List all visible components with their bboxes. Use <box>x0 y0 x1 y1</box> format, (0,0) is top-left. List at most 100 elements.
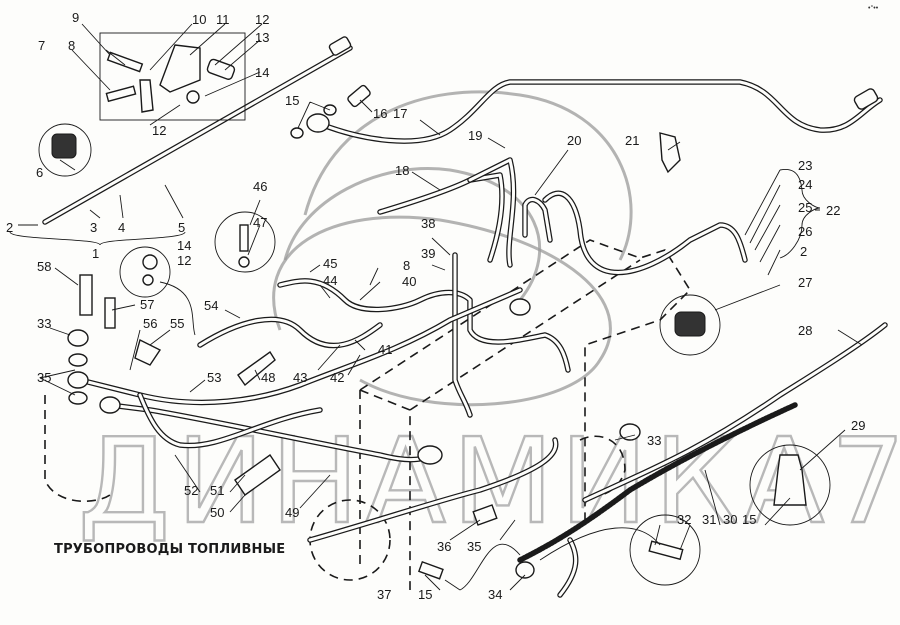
callout-30: 30 <box>723 512 737 527</box>
callout-5: 5 <box>178 220 185 235</box>
diagram-caption: ТРУБОПРОВОДЫ ТОПЛИВНЫЕ <box>54 542 286 557</box>
callout-12: 12 <box>255 12 269 27</box>
callout-21: 21 <box>625 133 639 148</box>
callout-40: 40 <box>402 274 416 289</box>
bolt-57 <box>104 297 116 329</box>
callout-22: 22 <box>826 203 840 218</box>
callout-42: 42 <box>330 370 344 385</box>
callout-3: 3 <box>90 220 97 235</box>
callout-44: 44 <box>323 273 337 288</box>
sleeve-part <box>674 311 706 337</box>
callout-33: 33 <box>647 433 661 448</box>
callout-46: 46 <box>253 179 267 194</box>
detail-circle-14 <box>119 246 171 298</box>
callout-45: 45 <box>323 256 337 271</box>
callout-18: 18 <box>395 163 409 178</box>
banjo-34 <box>515 561 535 579</box>
nut-part <box>206 58 236 80</box>
callout-27: 27 <box>798 275 812 290</box>
callout-4: 4 <box>118 220 125 235</box>
callout-35: 35 <box>37 370 51 385</box>
callout-23: 23 <box>798 158 812 173</box>
callout-19: 19 <box>468 128 482 143</box>
callout-57: 57 <box>140 297 154 312</box>
callout-49: 49 <box>285 505 299 520</box>
callout-43: 43 <box>293 370 307 385</box>
callout-15: 15 <box>418 587 432 602</box>
callout-56: 56 <box>143 316 157 331</box>
parts <box>38 32 879 586</box>
banjo-33 <box>67 329 89 347</box>
clamp-51 <box>234 454 281 496</box>
callout-2: 2 <box>6 220 13 235</box>
callout-47: 47 <box>253 215 267 230</box>
callout-41: 41 <box>378 342 392 357</box>
nut-part <box>186 90 200 104</box>
pump-body-outline <box>44 239 692 590</box>
callout-38: 38 <box>421 216 435 231</box>
callout-11: 11 <box>216 12 230 27</box>
flange-55 <box>134 338 162 366</box>
callout-12: 12 <box>152 123 166 138</box>
callout-8: 8 <box>68 38 75 53</box>
callout-26: 26 <box>798 224 812 239</box>
callout-34: 34 <box>488 587 502 602</box>
callout-17: 17 <box>393 106 407 121</box>
callout-15: 15 <box>742 512 756 527</box>
banjo-33b <box>619 423 641 441</box>
corner-mark: •°•• <box>868 4 879 12</box>
callout-51: 51 <box>210 483 224 498</box>
callout-20: 20 <box>567 133 581 148</box>
callout-36: 36 <box>437 539 451 554</box>
callout-28: 28 <box>798 323 812 338</box>
detail-circle-27 <box>659 294 721 356</box>
callout-10: 10 <box>192 12 206 27</box>
bolt-58 <box>79 274 93 316</box>
sleeve-part <box>51 133 77 159</box>
callout-16: 16 <box>373 106 387 121</box>
callout-31: 31 <box>702 512 716 527</box>
callout-52: 52 <box>184 483 198 498</box>
callout-2: 2 <box>800 244 807 259</box>
watermark-logo <box>272 90 633 407</box>
callout-50: 50 <box>210 505 224 520</box>
callout-14: 14 <box>255 65 269 80</box>
fitting-part <box>773 454 807 506</box>
callout-53: 53 <box>207 370 221 385</box>
watermark-text: ДИНАМИКА76 <box>78 412 900 550</box>
leader-lines <box>9 23 863 591</box>
callout-39: 39 <box>421 246 435 261</box>
callout-12: 12 <box>177 253 191 268</box>
callout-9: 9 <box>72 10 79 25</box>
callout-29: 29 <box>851 418 865 433</box>
bracket-part <box>159 44 201 93</box>
callout-13: 13 <box>255 30 269 45</box>
callout-8: 8 <box>403 258 410 273</box>
plate-48 <box>237 350 276 387</box>
callout-24: 24 <box>798 177 812 192</box>
callout-14: 14 <box>177 238 191 253</box>
callout-6: 6 <box>36 165 43 180</box>
callout-55: 55 <box>170 316 184 331</box>
callout-15: 15 <box>285 93 299 108</box>
detail-circle-32 <box>629 514 701 586</box>
callout-32: 32 <box>677 512 691 527</box>
callout-58: 58 <box>37 259 51 274</box>
callout-37: 37 <box>377 587 391 602</box>
callout-48: 48 <box>261 370 275 385</box>
bolt-part <box>105 85 137 103</box>
callout-33: 33 <box>37 316 51 331</box>
detail-circle-6 <box>38 123 92 177</box>
callout-35: 35 <box>467 539 481 554</box>
callout-1: 1 <box>92 246 99 261</box>
bracket-frame <box>99 32 246 121</box>
callout-25: 25 <box>798 200 812 215</box>
clamp-part <box>139 79 154 113</box>
fuel-pipes <box>42 45 888 598</box>
stud-part <box>106 51 144 73</box>
detail-circle-46 <box>214 211 276 273</box>
callout-54: 54 <box>204 298 218 313</box>
